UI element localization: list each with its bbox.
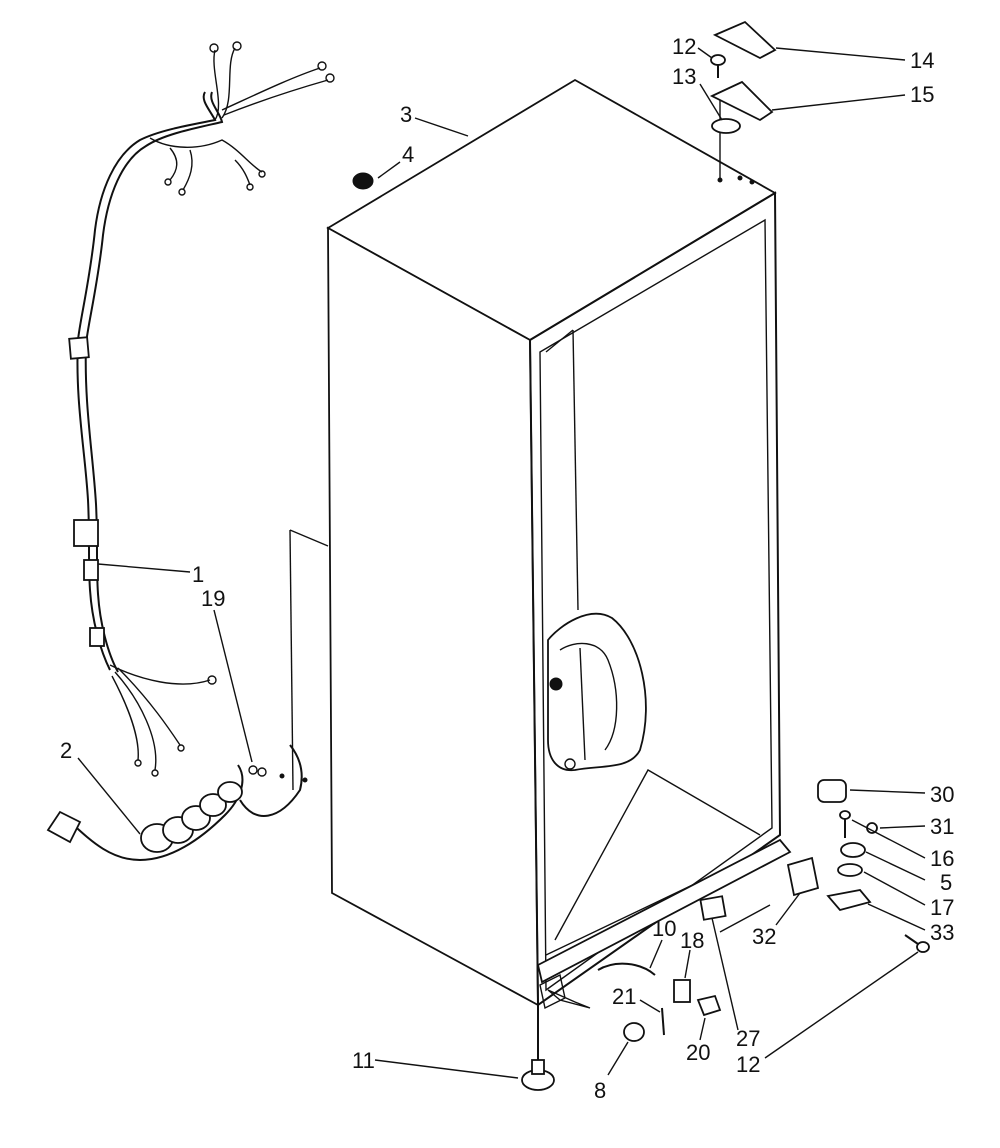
callout-13: 13 <box>672 64 696 89</box>
callout-14: 14 <box>910 48 934 73</box>
callout-20: 20 <box>686 1040 710 1065</box>
callout-5: 5 <box>940 870 952 895</box>
callout-19: 19 <box>201 586 225 611</box>
part-17-washer <box>837 863 863 877</box>
power-cord <box>46 744 303 862</box>
part-11-leveler <box>521 1005 555 1091</box>
callout-10: 10 <box>652 916 676 941</box>
part-4-plug <box>352 172 374 190</box>
callout-12-bottom: 12 <box>736 1052 760 1077</box>
callout-33: 33 <box>930 920 954 945</box>
callout-3: 3 <box>400 102 412 127</box>
callout-16: 16 <box>930 846 954 871</box>
callout-15: 15 <box>910 82 934 107</box>
part-13-washer <box>711 118 741 134</box>
callout-labels: 3 4 1 19 2 12 13 14 15 30 31 16 5 17 33 … <box>60 34 954 1103</box>
part-10-tube <box>597 962 656 976</box>
callout-27: 27 <box>736 1026 760 1051</box>
callout-31: 31 <box>930 814 954 839</box>
callout-17: 17 <box>930 895 954 920</box>
callout-8: 8 <box>594 1078 606 1103</box>
part-5-bushing <box>840 842 866 858</box>
callout-32: 32 <box>752 924 776 949</box>
part-15-hinge <box>709 80 774 122</box>
part-21-screw <box>661 1007 665 1036</box>
leader-lines <box>77 47 926 1079</box>
part-18-switch <box>673 979 691 1003</box>
part-32-bracket <box>786 856 820 897</box>
callout-18: 18 <box>680 928 704 953</box>
part-14-hinge-cap <box>712 20 777 60</box>
callout-4: 4 <box>402 142 414 167</box>
bottom-plate <box>547 989 591 1009</box>
callout-12-top: 12 <box>672 34 696 59</box>
part-16-pin <box>839 810 851 838</box>
part-30-cover <box>817 779 847 803</box>
inner-recess <box>547 612 647 772</box>
part-8-glide <box>623 1022 645 1042</box>
callout-2: 2 <box>60 738 72 763</box>
top-hinge-area <box>717 92 755 185</box>
callout-21: 21 <box>612 984 636 1009</box>
callout-11: 11 <box>352 1048 375 1073</box>
wire-harness <box>68 41 335 777</box>
part-27-clip <box>699 895 727 921</box>
cord-bracket <box>248 529 329 791</box>
callout-1: 1 <box>192 562 204 587</box>
part-12-top-screw <box>710 54 726 78</box>
callout-30: 30 <box>930 782 954 807</box>
part-20-cap <box>696 994 722 1017</box>
part-33-bottom-hinge <box>826 889 872 912</box>
part-12-bottom-screw <box>904 934 930 953</box>
cabinet <box>326 78 792 1010</box>
